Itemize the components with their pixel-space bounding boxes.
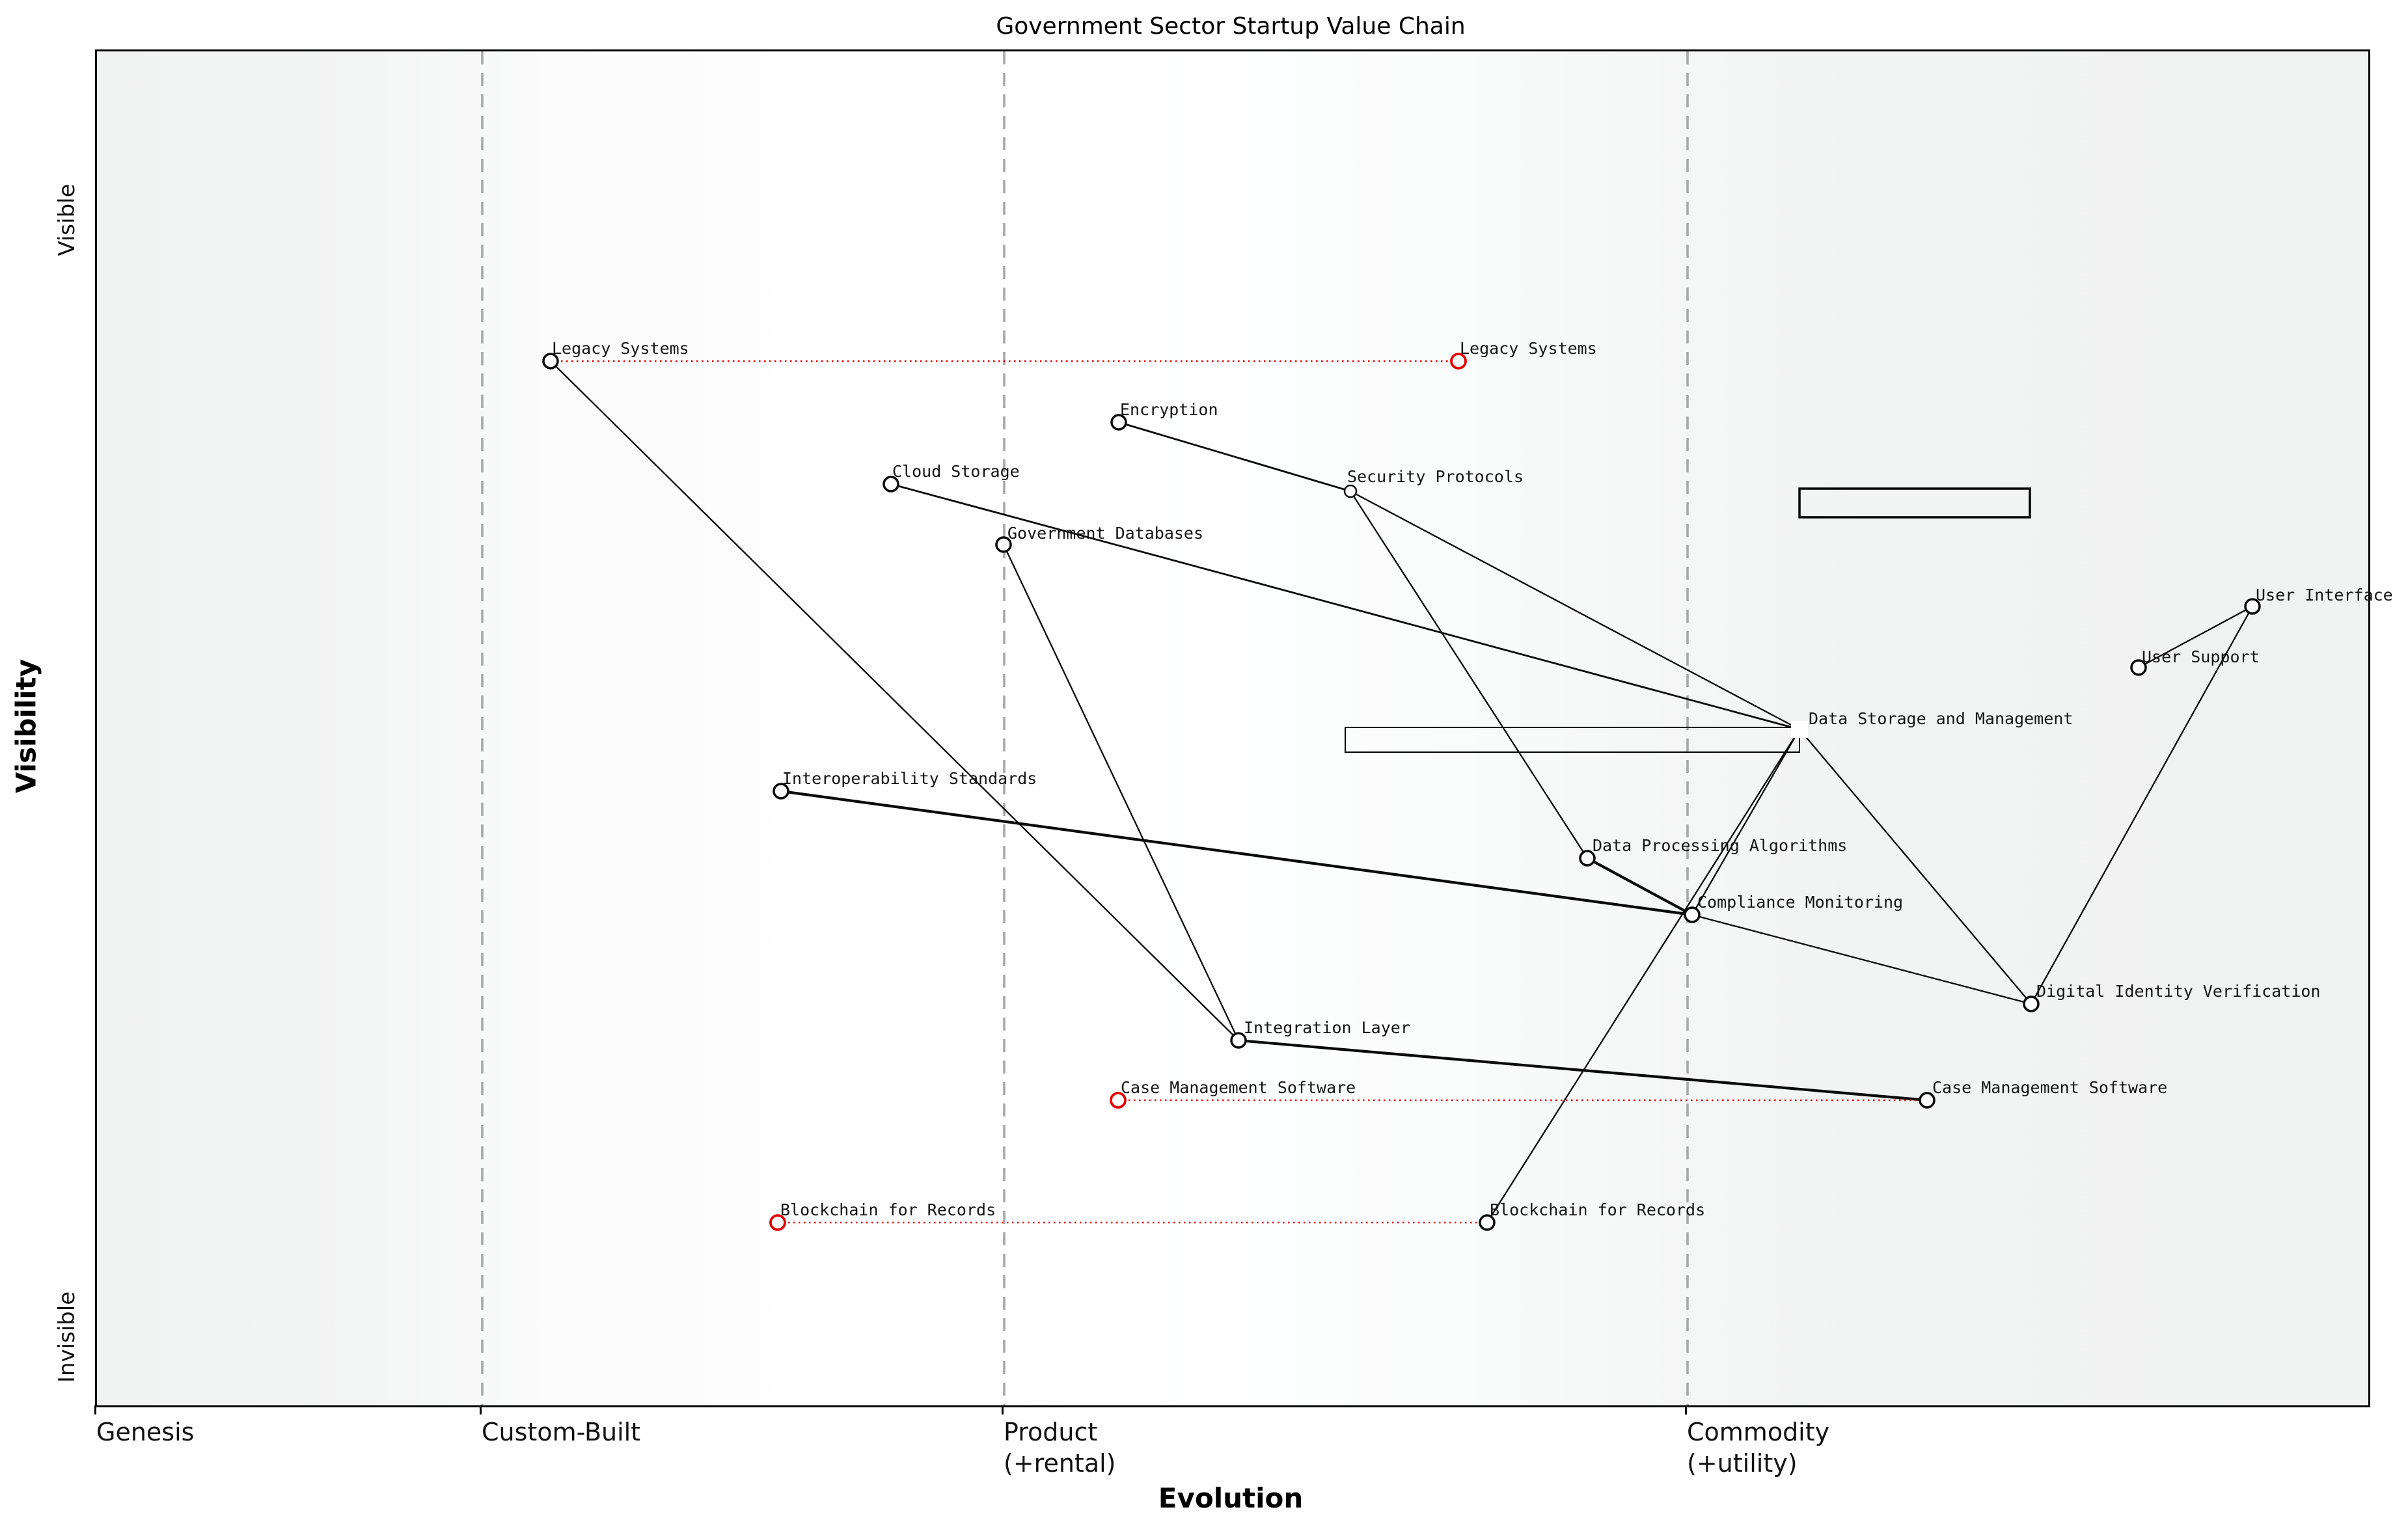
node-legacy-systems xyxy=(542,353,559,370)
edge-digital-identity-verification-user-interface xyxy=(2030,606,2254,1005)
edge-interoperability-standards-compliance-monitoring xyxy=(780,789,1693,917)
node-integration-layer xyxy=(1230,1032,1247,1049)
edge-security-protocols-data-processing-algorithms xyxy=(1350,491,1588,859)
label-integration-layer: Integration Layer xyxy=(1244,1018,1410,1037)
node-data-storage-and-management xyxy=(1791,721,1808,738)
x-tick-product xyxy=(1002,1405,1004,1414)
label-legacy-systems-target: Legacy Systems xyxy=(1460,339,1597,358)
edge-user-support-user-interface xyxy=(2138,605,2253,669)
edge-encryption-security-protocols xyxy=(1118,421,1351,493)
label-blockchain-for-records: Blockchain for Records xyxy=(1490,1200,1706,1219)
edge-data-storage-digital-identity-verification xyxy=(1799,729,2032,1005)
edge-integration-layer-case-management-software xyxy=(1238,1038,1928,1102)
x-tick-label-custom-built: Custom-Built xyxy=(482,1416,640,1448)
label-encryption: Encryption xyxy=(1120,400,1218,419)
node-compliance-monitoring xyxy=(1684,906,1701,923)
x-tick-commodity xyxy=(1685,1405,1687,1414)
x-tick-label-genesis: Genesis xyxy=(96,1416,194,1448)
label-data-storage-and-management: Data Storage and Management xyxy=(1809,709,2073,728)
node-blockchain-for-records-current xyxy=(769,1214,786,1231)
chart-title: Government Sector Startup Value Chain xyxy=(996,13,1466,40)
y-axis-tick-visible: Visible xyxy=(54,183,80,256)
node-legacy-systems-target xyxy=(1450,353,1467,370)
pipeline-box-lower xyxy=(1345,727,1800,753)
edge-government-databases-integration-layer xyxy=(1002,544,1240,1041)
node-digital-identity-verification xyxy=(2023,995,2040,1012)
label-blockchain-for-records-current: Blockchain for Records xyxy=(780,1200,996,1219)
x-tick-label-product: Product (+rental) xyxy=(1004,1416,1115,1479)
node-case-management-software xyxy=(1919,1092,1936,1109)
label-user-interface: User Interface xyxy=(2256,586,2393,604)
node-interoperability-standards xyxy=(773,783,789,800)
edge-legacy-systems-integration-layer xyxy=(550,360,1239,1041)
y-axis-title: Visibility xyxy=(10,658,42,794)
edge-security-protocols-data-storage xyxy=(1350,490,1800,731)
x-tick-label-commodity-line1: Commodity xyxy=(1687,1418,1830,1446)
label-user-support: User Support xyxy=(2142,647,2260,666)
label-data-processing-algorithms: Data Processing Algorithms xyxy=(1593,836,1848,855)
label-cloud-storage: Cloud Storage xyxy=(892,462,1020,481)
node-government-databases xyxy=(995,536,1012,553)
edge-data-storage-blockchain-for-records xyxy=(1486,729,1800,1223)
x-axis-title: Evolution xyxy=(1158,1482,1304,1514)
edge-data-processing-algorithms-compliance-monitoring xyxy=(1587,857,1693,916)
pipeline-box-upper xyxy=(1798,487,2031,519)
x-tick-label-genesis-line1: Genesis xyxy=(96,1418,195,1446)
label-interoperability-standards: Interoperability Standards xyxy=(782,769,1037,788)
label-case-management-software-current: Case Management Software xyxy=(1121,1078,1356,1097)
plot-area: Legacy Systems Legacy Systems Encryption… xyxy=(95,49,2393,1407)
label-legacy-systems: Legacy Systems xyxy=(552,339,689,358)
edge-data-storage-compliance-monitoring xyxy=(1691,729,1800,915)
label-compliance-monitoring: Compliance Monitoring xyxy=(1697,893,1904,912)
node-data-processing-algorithms xyxy=(1579,850,1596,867)
x-tick-label-product-line1: Product xyxy=(1004,1418,1098,1446)
label-government-databases: Government Databases xyxy=(1007,524,1204,543)
label-digital-identity-verification: Digital Identity Verification xyxy=(2036,982,2321,1001)
x-tick-genesis xyxy=(94,1405,96,1414)
y-axis-tick-invisible: Invisible xyxy=(54,1291,80,1383)
edge-compliance-monitoring-digital-identity-verification xyxy=(1691,913,2032,1005)
label-security-protocols: Security Protocols xyxy=(1347,467,1524,486)
x-tick-label-custom-built-line1: Custom-Built xyxy=(482,1418,641,1446)
x-tick-label-commodity-line2: (+utility) xyxy=(1687,1449,1798,1478)
node-user-interface xyxy=(2244,598,2261,615)
node-case-management-software-current xyxy=(1110,1092,1127,1109)
node-security-protocols xyxy=(1343,484,1358,498)
x-tick-label-product-line2: (+rental) xyxy=(1004,1449,1116,1478)
node-blockchain-for-records xyxy=(1479,1214,1496,1231)
x-tick-custom-built xyxy=(480,1405,482,1414)
x-tick-label-commodity: Commodity (+utility) xyxy=(1687,1416,1829,1479)
edge-cloud-storage-data-storage xyxy=(890,483,1800,731)
map-canvas xyxy=(481,51,2261,1405)
node-user-support xyxy=(2130,659,2147,676)
node-cloud-storage xyxy=(882,476,899,493)
node-encryption xyxy=(1110,414,1127,431)
label-case-management-software: Case Management Software xyxy=(1932,1078,2168,1097)
